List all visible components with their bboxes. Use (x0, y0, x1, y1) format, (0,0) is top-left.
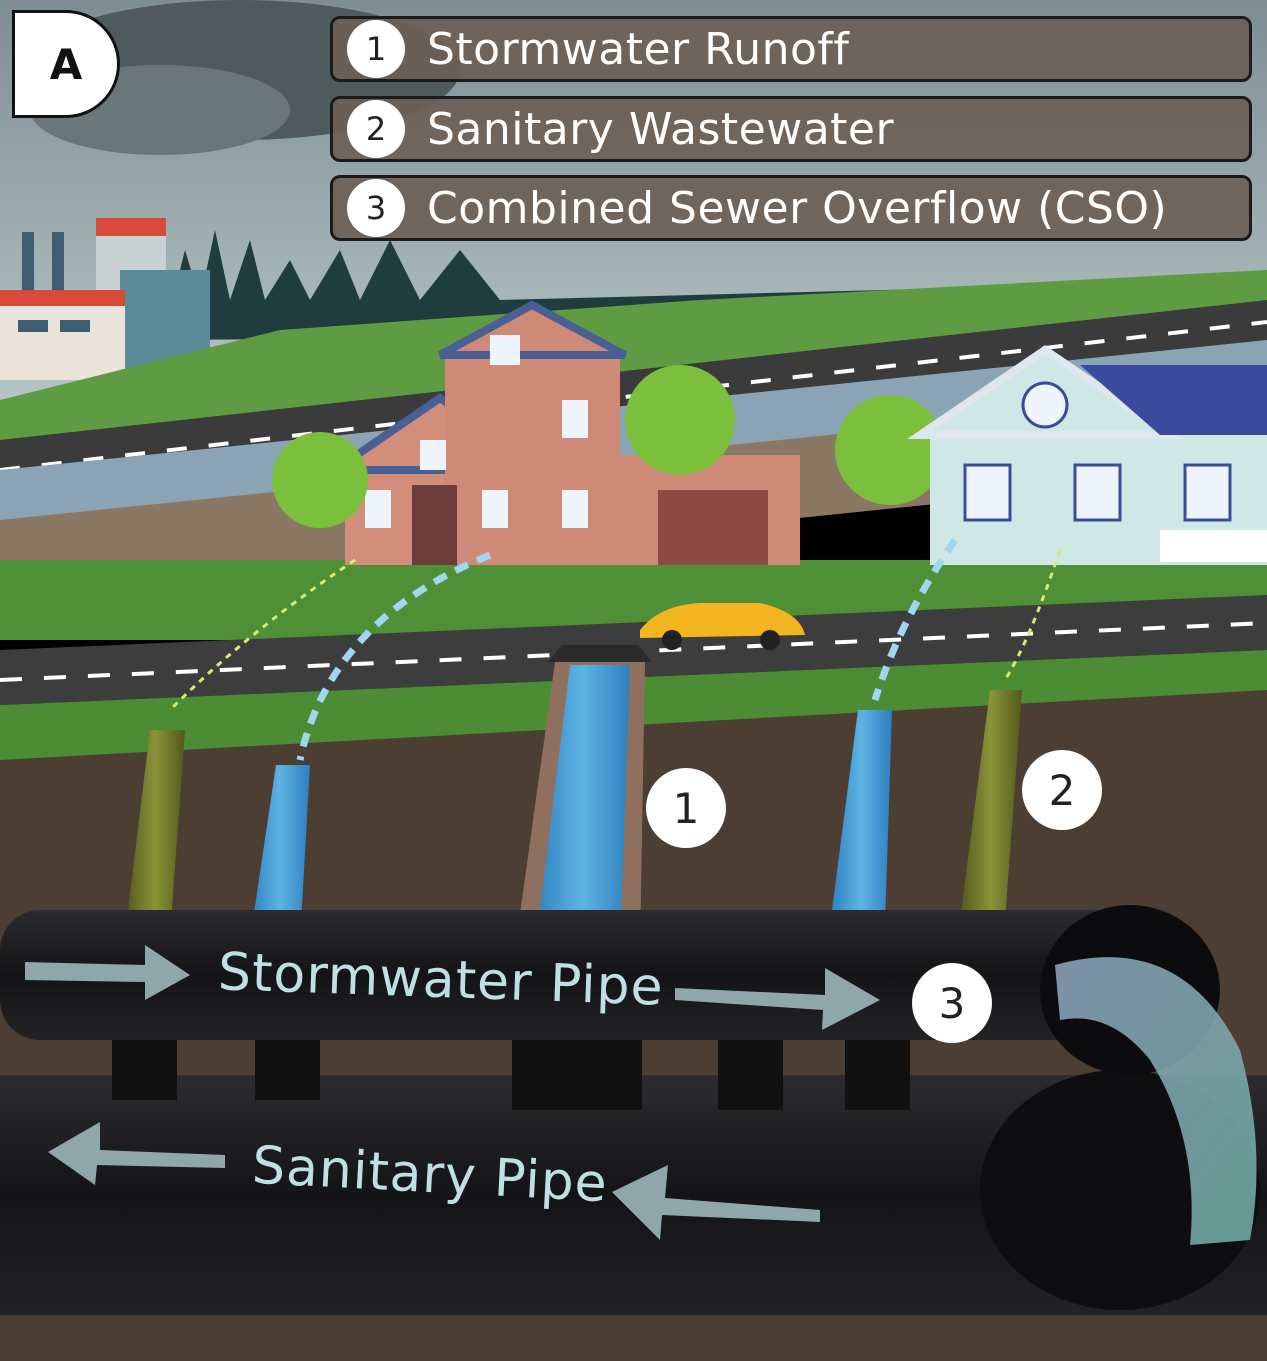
marker-sanitary-wastewater: 2 (1022, 750, 1102, 830)
storm-feeder-left (250, 765, 310, 940)
connector-4 (718, 1035, 783, 1110)
sanitary-flow-left (168, 558, 356, 712)
legend-item-sanitary-wastewater: 2 Sanitary Wastewater (330, 96, 1252, 162)
stormwater-flow-arrow-right (675, 968, 880, 1030)
storm-flow-left (296, 551, 492, 761)
stormwater-flow-arrow-left (25, 945, 190, 1000)
legend-item-cso: 3 Combined Sewer Overflow (CSO) (330, 175, 1252, 241)
legend-label: Sanitary Wastewater (427, 103, 895, 155)
sanitary-flow-arrow-left (48, 1122, 225, 1185)
legend-number-badge: 3 (347, 179, 405, 237)
legend-label: Combined Sewer Overflow (CSO) (427, 182, 1168, 234)
legend-number-badge: 1 (347, 20, 405, 78)
stormwater-pipe (0, 910, 1180, 1040)
storm-drain-shaft (515, 645, 652, 950)
legend-item-stormwater-runoff: 1 Stormwater Runoff (330, 16, 1252, 82)
tree-middle (625, 365, 735, 475)
tree-right (835, 395, 945, 505)
marker-cso: 3 (912, 963, 992, 1043)
yellow-car (640, 603, 805, 650)
connector-3 (512, 1035, 642, 1110)
panel-label: A (12, 10, 120, 118)
sanitary-flow-arrow-right (612, 1165, 820, 1240)
cso-overflow (1055, 957, 1257, 1245)
sanitary-feeder-right (960, 690, 1022, 920)
connector-2 (255, 1035, 320, 1100)
factory (0, 218, 210, 380)
legend-label: Stormwater Runoff (427, 23, 850, 75)
storm-feeder-right (830, 710, 892, 925)
tree-left (272, 432, 368, 528)
marker-stormwater-runoff: 1 (646, 768, 726, 848)
connector-5 (845, 1035, 910, 1110)
legend-number-badge: 2 (347, 100, 405, 158)
pink-house (322, 300, 800, 565)
sanitary-feeder-left (125, 730, 185, 935)
connector-1 (112, 1035, 177, 1100)
blue-house (907, 345, 1267, 565)
